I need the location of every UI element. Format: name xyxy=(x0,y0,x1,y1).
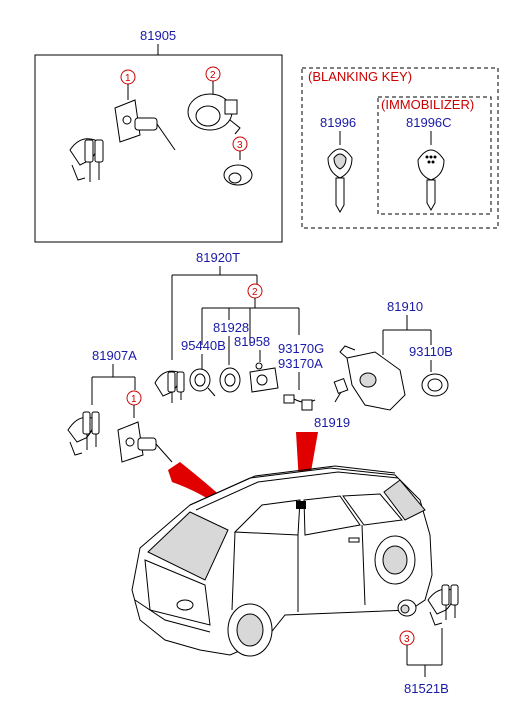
front-wheel-icon xyxy=(374,535,416,585)
label-93170G: 93170G xyxy=(278,341,324,356)
immobilizer-antenna-icon xyxy=(421,373,449,397)
lock-housing-icon xyxy=(219,367,241,393)
label-81919: 81919 xyxy=(314,415,350,430)
svg-text:1: 1 xyxy=(125,73,131,84)
label-81905: 81905 xyxy=(140,28,176,43)
svg-text:3: 3 xyxy=(237,140,243,151)
label-81910: 81910 xyxy=(387,299,423,314)
key-pair-icon xyxy=(67,411,100,456)
ignition-switch-icon xyxy=(249,367,279,393)
door-lock-cylinder-icon xyxy=(114,99,176,151)
door-lock-cylinder-icon xyxy=(117,421,173,463)
vehicle-illustration xyxy=(131,465,433,657)
tailgate-cylinder-icon xyxy=(223,164,253,186)
tailgate-cylinder-icon xyxy=(397,599,417,617)
immobilizer-key-icon xyxy=(417,149,445,212)
key-pair-icon xyxy=(427,584,459,626)
svg-text:2: 2 xyxy=(210,70,216,81)
label-93170A: 93170A xyxy=(278,356,323,371)
ignition-lock-icon xyxy=(187,93,241,135)
key-pair-icon xyxy=(69,138,104,182)
label-81920T: 81920T xyxy=(196,250,240,265)
blank-key-icon xyxy=(327,148,353,214)
svg-text:1: 1 xyxy=(131,394,137,405)
label-81996C: 81996C xyxy=(406,115,452,130)
lock-set-81920T: 81920T 2 81928 95440B 81958 93170G 93170… xyxy=(154,250,324,411)
key-pair-icon xyxy=(154,370,185,403)
immobilizer-coil-icon xyxy=(189,368,216,397)
label-81996: 81996 xyxy=(320,115,356,130)
door-lock-81907A: 81907A 1 xyxy=(67,348,173,463)
label-93110B: 93110B xyxy=(409,344,453,359)
label-81521B: 81521B xyxy=(404,681,449,696)
assembly-81905: 81905 1 2 xyxy=(34,28,283,243)
immobilizer-box xyxy=(377,96,492,215)
wiring-harness-icon xyxy=(283,394,316,411)
blanking-box xyxy=(301,67,499,229)
rear-wheel-icon xyxy=(227,603,273,657)
label-81928: 81928 xyxy=(213,320,249,335)
label-81958: 81958 xyxy=(234,334,270,349)
assembly-box xyxy=(34,54,283,243)
tailgate-lock-81521B: 3 81521B xyxy=(397,584,459,696)
svg-text:3: 3 xyxy=(404,634,410,645)
steering-lock-81910: 81910 93110B 81919 xyxy=(314,299,453,430)
immobilizer-title: (IMMOBILIZER) xyxy=(381,97,474,112)
label-95440B: 95440B xyxy=(181,338,226,353)
label-81907A: 81907A xyxy=(92,348,137,363)
blanking-key-group: (BLANKING KEY) 81996 (IMMOBILIZER) 81996… xyxy=(301,67,499,229)
steering-column-lock-icon xyxy=(333,345,406,411)
screw-icon xyxy=(255,362,263,370)
blanking-key-title: (BLANKING KEY) xyxy=(308,69,412,84)
svg-text:2: 2 xyxy=(252,287,258,298)
